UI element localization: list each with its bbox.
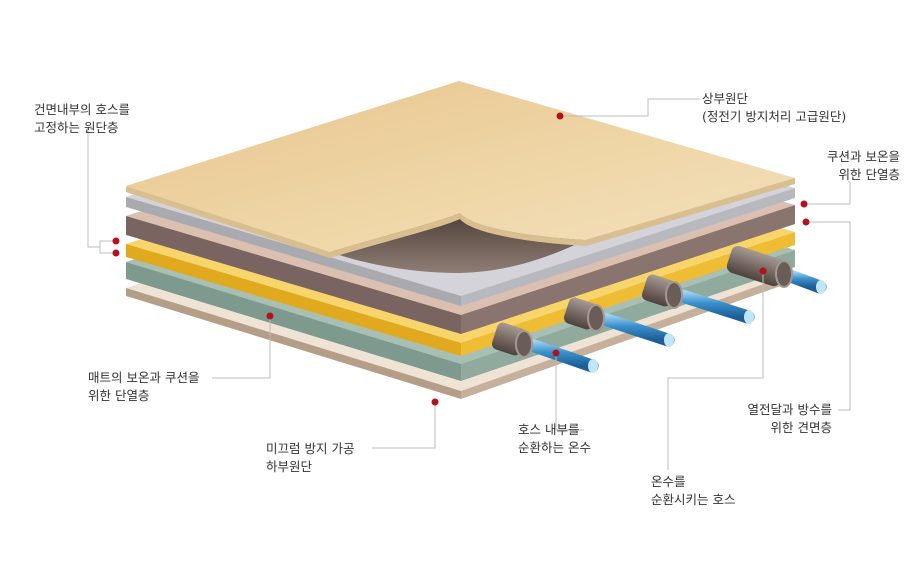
dot-fixing-layer-b [112, 249, 120, 257]
label-hot-water-hose: 온수를 순환시키는 호스 [651, 474, 736, 507]
marker-dots [112, 112, 810, 406]
leader-lines [87, 98, 851, 470]
dot-hot-water-hose [759, 267, 767, 275]
label-anti-slip-base: 미끄럼 방지 가공 하부원단 [266, 441, 355, 474]
dot-top-fabric [556, 112, 564, 120]
dot-mat-insulation [266, 312, 274, 320]
label-cushion-insulation: 쿠션과 보온을 위한 단열층 [827, 149, 900, 182]
dot-hose-inside [552, 349, 560, 357]
label-mat-insulation: 매트의 보온과 쿠션을 위한 단열층 [88, 370, 200, 403]
label-hose-inside-water: 호스 내부를 순환하는 온수 [518, 422, 591, 455]
label-top-fabric: 상부원단 (정전기 방지처리 고급원단) [702, 91, 847, 124]
hose-3 [641, 274, 755, 324]
dot-cushion-top [800, 200, 808, 208]
hose-4 [726, 245, 827, 294]
dot-anti-slip [431, 398, 439, 406]
hose-2 [563, 297, 675, 347]
hot-water-hoses [491, 245, 827, 373]
layer-top-fabric [126, 81, 795, 273]
dot-heat-waterproof [802, 218, 810, 226]
label-fixing-fabric: 건면내부의 호스를 고정하는 원단층 [34, 102, 130, 135]
dot-fixing-layer-a [112, 237, 120, 245]
label-heat-waterproof: 열전달과 방수를 위한 견면층 [747, 402, 832, 435]
